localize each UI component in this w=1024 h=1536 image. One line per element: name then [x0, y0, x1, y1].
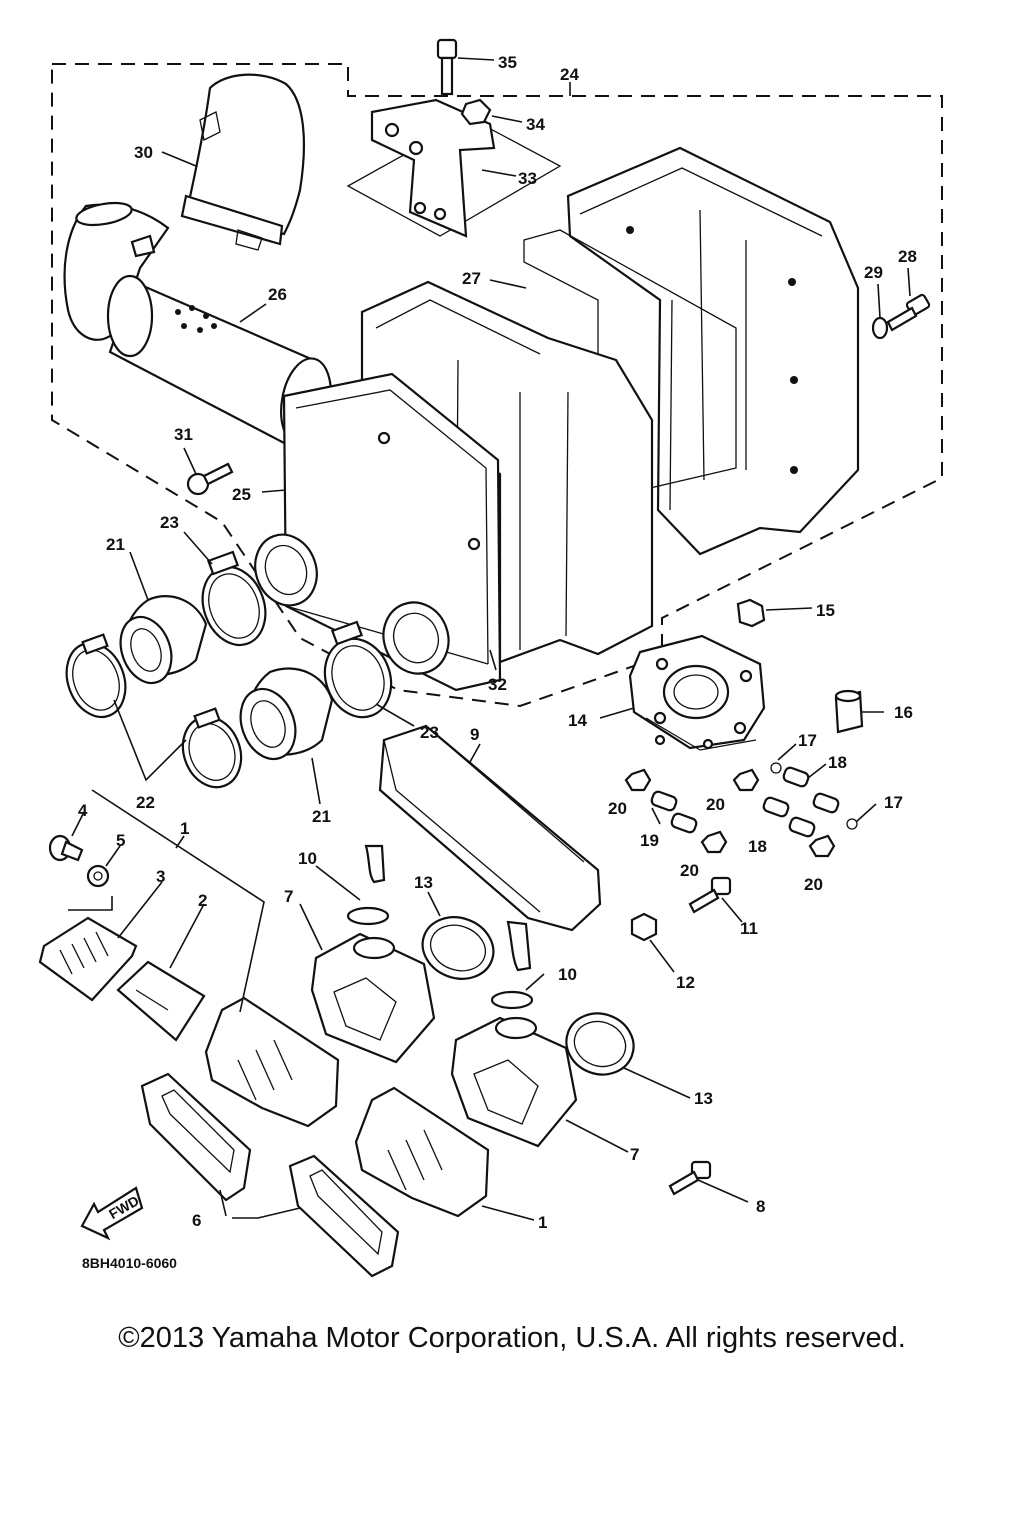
callout-12: 12 — [676, 973, 695, 992]
callout-34: 34 — [526, 115, 545, 134]
callout-23a: 23 — [160, 513, 179, 532]
callout-19: 19 — [640, 831, 659, 850]
callout-13b: 13 — [694, 1089, 713, 1108]
adapter-7a — [310, 932, 436, 1064]
fwd-arrow: FWD — [80, 1186, 144, 1241]
gasket-6a — [140, 1072, 252, 1202]
callout-22: 22 — [136, 793, 155, 812]
bracket-33 — [346, 98, 562, 238]
cap-16 — [834, 689, 864, 734]
nut-34 — [460, 98, 492, 126]
callout-6: 6 — [192, 1211, 201, 1230]
callout-20c: 20 — [680, 861, 699, 880]
callout-21b: 21 — [312, 807, 331, 826]
gasket-6b — [288, 1154, 400, 1278]
bolt-28 — [886, 293, 931, 332]
callout-23b: 23 — [420, 723, 439, 742]
callout-20b: 20 — [706, 795, 725, 814]
callout-labels: 1 1 2 3 4 5 6 7 7 8 9 10 10 11 12 13 13 … — [78, 53, 917, 1232]
callout-35: 35 — [498, 53, 517, 72]
callout-26: 26 — [268, 285, 287, 304]
callout-20d: 20 — [804, 875, 823, 894]
duct-elbow-30 — [180, 73, 305, 251]
airbox-body-25 — [282, 280, 654, 692]
washer-29 — [871, 316, 889, 340]
reed-valve-1b — [354, 1086, 490, 1218]
screw-4 — [48, 834, 84, 862]
callout-1: 1 — [180, 819, 189, 838]
airbox-cover-27 — [566, 146, 860, 556]
callout-17b: 17 — [884, 793, 903, 812]
assembly-boundary-24 — [51, 63, 943, 708]
o-ring-10b — [490, 990, 534, 1010]
callout-3: 3 — [156, 867, 165, 886]
outlet-boot-32 — [382, 601, 450, 675]
clamp-23a — [201, 550, 267, 647]
callout-1b: 1 — [538, 1213, 547, 1232]
copyright-notice: ©2013 Yamaha Motor Corporation, U.S.A. A… — [118, 1322, 906, 1354]
clamp-22a — [65, 633, 127, 719]
boot-21b — [239, 667, 334, 761]
boot-21a — [119, 595, 208, 685]
callout-20a: 20 — [608, 799, 627, 818]
callout-17a: 17 — [798, 731, 817, 750]
callout-33: 33 — [518, 169, 537, 188]
callout-21a: 21 — [106, 535, 125, 554]
outlet-boot-left — [254, 533, 318, 607]
callout-5: 5 — [116, 831, 125, 850]
bolt-31 — [186, 462, 234, 496]
o-ring-10a — [346, 906, 390, 926]
nut-12 — [630, 912, 658, 942]
callout-7b: 7 — [630, 1145, 639, 1164]
callout-11: 11 — [740, 919, 758, 938]
reed-valve-1a — [204, 996, 340, 1128]
callout-16: 16 — [894, 703, 913, 722]
callout-28: 28 — [898, 247, 917, 266]
callout-9: 9 — [470, 725, 479, 744]
callout-7a: 7 — [284, 887, 293, 906]
callout-29: 29 — [864, 263, 883, 282]
callout-30: 30 — [134, 143, 153, 162]
diagram-code: 8BH4010-6060 — [82, 1255, 177, 1271]
washer-5 — [86, 864, 110, 888]
clamp-13b — [565, 1012, 635, 1076]
reed-petal-2 — [116, 960, 206, 1042]
callout-10b: 10 — [558, 965, 577, 984]
bolt-11 — [688, 876, 732, 914]
callout-18a: 18 — [828, 753, 847, 772]
callout-15: 15 — [816, 601, 835, 620]
reed-stopper-3 — [38, 916, 138, 1002]
hose-fittings-17-20 — [624, 762, 858, 858]
callout-10a: 10 — [298, 849, 317, 868]
callout-8: 8 — [756, 1197, 765, 1216]
callout-14: 14 — [568, 711, 587, 730]
clamp-22b — [181, 707, 243, 789]
callout-25: 25 — [232, 485, 251, 504]
bolt-8 — [668, 1160, 712, 1196]
silencer-9 — [364, 724, 602, 972]
callout-4: 4 — [78, 801, 88, 820]
leader-lines — [68, 57, 911, 1221]
adapter-7b — [450, 1016, 578, 1148]
nut-15 — [736, 598, 766, 628]
callout-27: 27 — [462, 269, 481, 288]
callout-31: 31 — [174, 425, 193, 444]
callout-18b: 18 — [748, 837, 767, 856]
callout-13a: 13 — [414, 873, 433, 892]
clamp-13a — [421, 916, 495, 980]
callout-24: 24 — [560, 65, 579, 84]
bolt-35 — [436, 38, 458, 96]
manifold-14 — [628, 634, 766, 751]
callout-2: 2 — [198, 891, 207, 910]
callout-32: 32 — [488, 675, 507, 694]
